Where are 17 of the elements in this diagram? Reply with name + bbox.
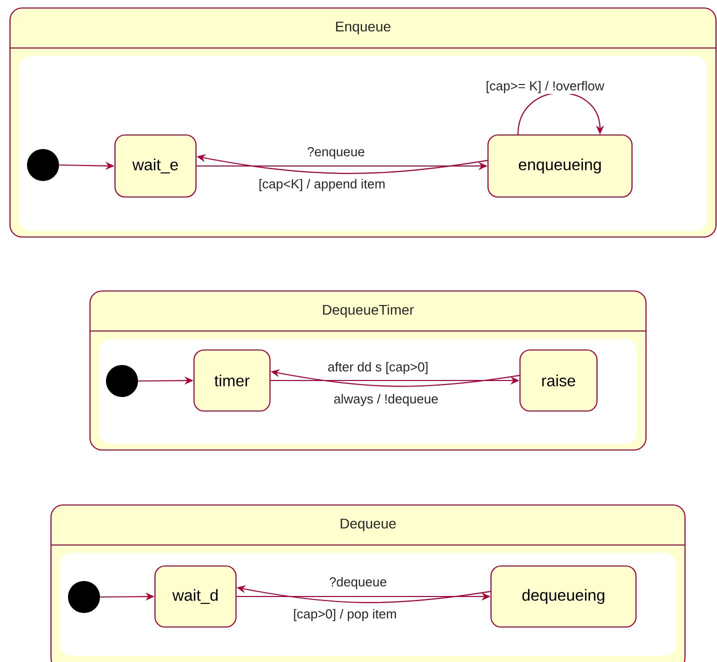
state-box: enqueueing xyxy=(487,134,633,198)
edge-label: [cap<K] / append item xyxy=(258,178,386,192)
state-box: raise xyxy=(519,349,598,412)
edge-label: ?enqueue xyxy=(306,146,366,160)
transition-arrow xyxy=(517,92,604,135)
state-box: dequeueing xyxy=(490,565,637,628)
edge-label: always / !dequeue xyxy=(332,392,440,408)
edge-label: after dd s [cap>0] xyxy=(326,360,430,376)
initial-state-dot xyxy=(27,149,59,181)
edge-label: [cap>0] / pop item xyxy=(292,608,398,622)
state-box: wait_e xyxy=(114,134,197,198)
edge-label: [cap>= K] / !overflow xyxy=(484,80,606,94)
initial-state-dot xyxy=(106,365,138,397)
edge-label: ?dequeue xyxy=(328,576,388,590)
initial-state-dot xyxy=(68,581,100,613)
state-box: timer xyxy=(193,349,271,412)
state-box: wait_d xyxy=(154,565,237,628)
